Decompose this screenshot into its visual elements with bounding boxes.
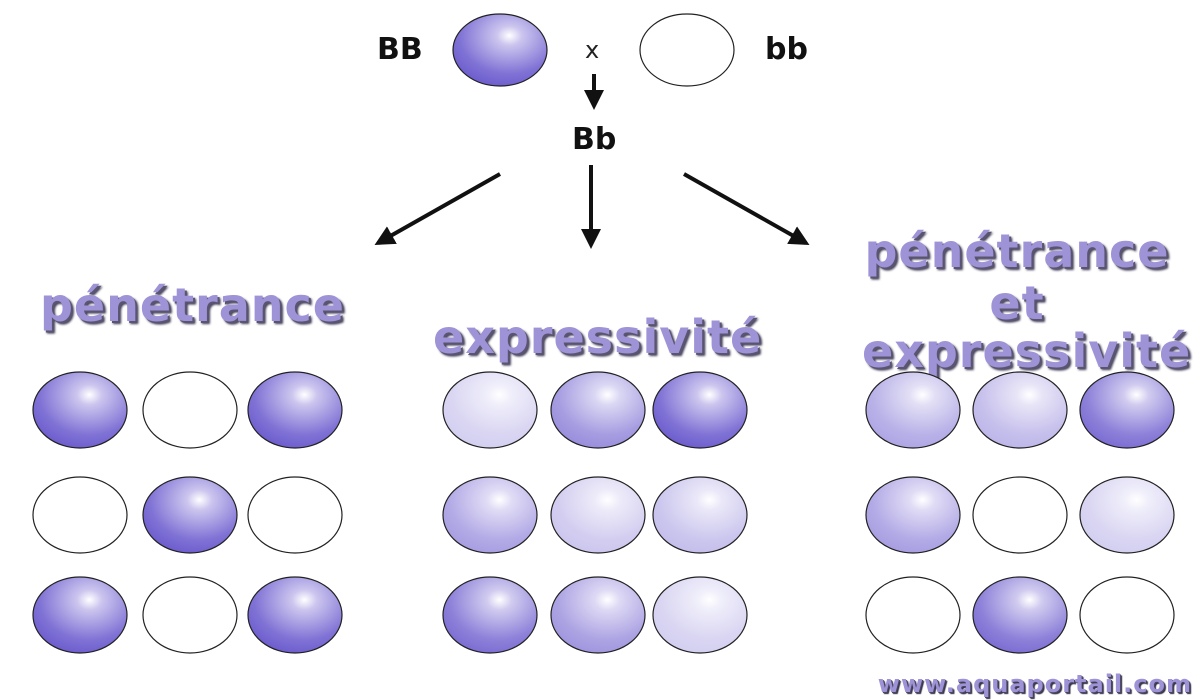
heading-penetrance: pénétrance bbox=[40, 278, 346, 332]
oval-penetrance-r3-c2 bbox=[142, 576, 238, 654]
oval-penetrance-r1-c1 bbox=[32, 371, 128, 449]
oval-both-r2-c2 bbox=[972, 476, 1068, 554]
oval-penetrance-r3-c1 bbox=[32, 576, 128, 654]
parent-right-genotype: bb bbox=[765, 32, 808, 67]
watermark: www.aquaportail.com bbox=[877, 670, 1192, 698]
oval-penetrance-r3-c3 bbox=[247, 576, 343, 654]
oval-expressivity-r1-c1 bbox=[442, 371, 538, 449]
oval-expressivity-r2-c2 bbox=[550, 476, 646, 554]
heading-both-line2: et bbox=[989, 276, 1045, 330]
oval-expressivity-r1-c3 bbox=[652, 371, 748, 449]
oval-both-r3-c1 bbox=[865, 576, 961, 654]
oval-expressivity-r3-c1 bbox=[442, 576, 538, 654]
oval-penetrance-r1-c3 bbox=[247, 371, 343, 449]
oval-expressivity-r3-c3 bbox=[652, 576, 748, 654]
oval-both-r3-c2 bbox=[972, 576, 1068, 654]
oval-both-r1-c1 bbox=[865, 371, 961, 449]
heading-expressivity: expressivité bbox=[433, 310, 763, 364]
oval-both-r2-c1 bbox=[865, 476, 961, 554]
arrow-to-penetrance bbox=[374, 172, 501, 245]
oval-expressivity-r2-c3 bbox=[652, 476, 748, 554]
oval-expressivity-r2-c1 bbox=[442, 476, 538, 554]
oval-expressivity-r1-c2 bbox=[550, 371, 646, 449]
heading-both-line3: expressivité bbox=[862, 324, 1192, 378]
parent-bb-recessive-oval bbox=[639, 13, 735, 87]
arrow-to-both bbox=[683, 172, 810, 245]
oval-both-r3-c3 bbox=[1079, 576, 1175, 654]
oval-both-r1-c2 bbox=[972, 371, 1068, 449]
heading-both-line1: pénétrance bbox=[864, 224, 1170, 278]
cross-symbol: x bbox=[585, 36, 600, 64]
oval-penetrance-r1-c2 bbox=[142, 371, 238, 449]
parent-bb-dominant-oval bbox=[452, 13, 548, 87]
oval-penetrance-r2-c2 bbox=[142, 476, 238, 554]
oval-both-r1-c3 bbox=[1079, 371, 1175, 449]
offspring-genotype: Bb bbox=[572, 122, 617, 157]
oval-both-r2-c3 bbox=[1079, 476, 1175, 554]
parent-left-genotype: BB bbox=[377, 32, 423, 67]
oval-expressivity-r3-c2 bbox=[550, 576, 646, 654]
oval-penetrance-r2-c3 bbox=[247, 476, 343, 554]
oval-penetrance-r2-c1 bbox=[32, 476, 128, 554]
